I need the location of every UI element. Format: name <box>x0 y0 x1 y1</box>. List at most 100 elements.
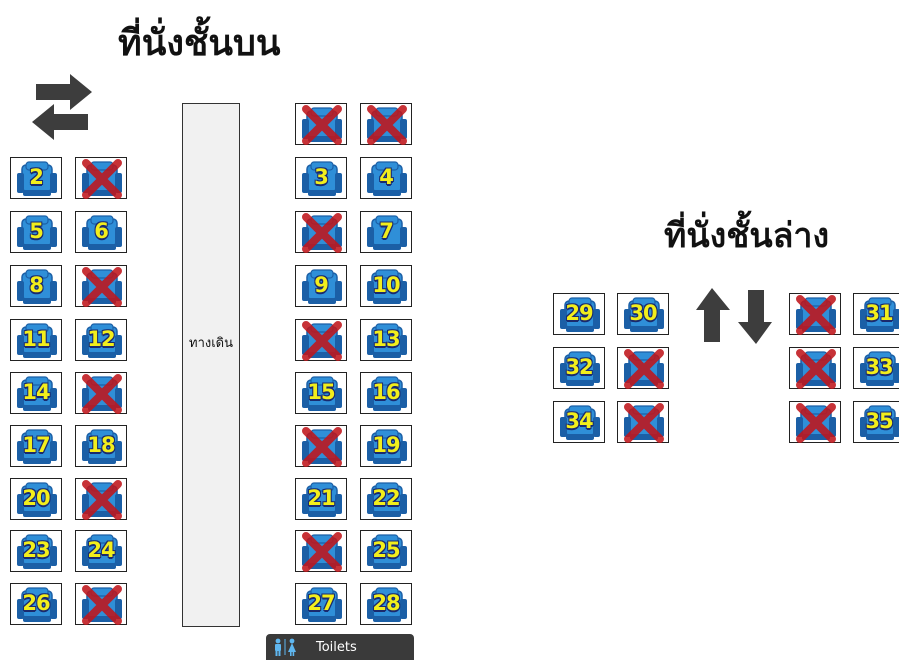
seat-icon <box>82 534 122 569</box>
seat-icon <box>17 161 57 196</box>
upper-seat-booked[interactable] <box>295 103 347 145</box>
upper-seat-15[interactable]: 15 <box>295 372 347 414</box>
lower-seat-33[interactable]: 33 <box>853 347 899 389</box>
upper-seat-11[interactable]: 11 <box>10 319 62 361</box>
aisle: ทางเดิน <box>182 103 240 627</box>
upper-seat-28[interactable]: 28 <box>360 583 412 625</box>
seat-icon <box>302 427 342 467</box>
booked-x-icon <box>82 159 122 199</box>
upper-seat-9[interactable]: 9 <box>295 265 347 307</box>
seat-number: 27 <box>307 591 335 615</box>
upper-seat-booked[interactable] <box>295 319 347 361</box>
upper-seat-10[interactable]: 10 <box>360 265 412 307</box>
lower-seat-booked[interactable] <box>789 293 841 335</box>
booked-x-icon <box>302 427 342 467</box>
seat-icon <box>796 349 836 389</box>
seat-number: 5 <box>29 219 44 243</box>
upper-seat-17[interactable]: 17 <box>10 425 62 467</box>
seat-number: 18 <box>87 433 115 457</box>
upper-seat-booked[interactable] <box>75 478 127 520</box>
upper-seat-4[interactable]: 4 <box>360 157 412 199</box>
seat-icon <box>367 105 407 145</box>
upper-seat-booked[interactable] <box>75 372 127 414</box>
seat-icon <box>302 161 342 196</box>
swap-horizontal-arrows-icon <box>32 74 92 140</box>
upper-seat-8[interactable]: 8 <box>10 265 62 307</box>
lower-seat-34[interactable]: 34 <box>553 401 605 443</box>
upper-seat-booked[interactable] <box>295 425 347 467</box>
lower-seat-31[interactable]: 31 <box>853 293 899 335</box>
seat-icon <box>367 482 407 517</box>
seat-icon <box>17 429 57 464</box>
seat-icon <box>82 585 122 625</box>
upper-seat-2[interactable]: 2 <box>10 157 62 199</box>
upper-seat-12[interactable]: 12 <box>75 319 127 361</box>
seat-icon <box>367 161 407 196</box>
seat-number: 11 <box>22 327 50 351</box>
toilet-people-icon <box>275 638 296 656</box>
upper-seat-19[interactable]: 19 <box>360 425 412 467</box>
upper-seat-27[interactable]: 27 <box>295 583 347 625</box>
seat-number: 9 <box>314 273 329 297</box>
seat-icon <box>624 349 664 389</box>
upper-seat-14[interactable]: 14 <box>10 372 62 414</box>
lower-seat-32[interactable]: 32 <box>553 347 605 389</box>
upper-seat-7[interactable]: 7 <box>360 211 412 253</box>
seat-number: 2 <box>29 165 44 189</box>
seat-icon <box>302 321 342 361</box>
seat-icon <box>17 376 57 411</box>
seat-icon <box>17 482 57 517</box>
upper-seat-booked[interactable] <box>295 530 347 572</box>
upper-seat-booked[interactable] <box>360 103 412 145</box>
upper-seat-6[interactable]: 6 <box>75 211 127 253</box>
lower-seat-booked[interactable] <box>617 347 669 389</box>
lower-seat-30[interactable]: 30 <box>617 293 669 335</box>
seat-icon <box>560 297 600 332</box>
lower-seat-booked[interactable] <box>789 401 841 443</box>
seat-number: 30 <box>629 301 657 325</box>
upper-seat-booked[interactable] <box>75 583 127 625</box>
upper-seat-booked[interactable] <box>75 265 127 307</box>
upper-seat-booked[interactable] <box>75 157 127 199</box>
booked-x-icon <box>796 349 836 389</box>
seat-icon <box>560 405 600 440</box>
seat-number: 23 <box>22 538 50 562</box>
seat-number: 3 <box>314 165 329 189</box>
seat-icon <box>82 323 122 358</box>
seat-number: 21 <box>307 486 335 510</box>
seat-icon <box>624 297 664 332</box>
upper-seat-3[interactable]: 3 <box>295 157 347 199</box>
booked-x-icon <box>796 403 836 443</box>
lower-seat-booked[interactable] <box>789 347 841 389</box>
upper-seat-23[interactable]: 23 <box>10 530 62 572</box>
upper-seat-booked[interactable] <box>295 211 347 253</box>
upper-seat-16[interactable]: 16 <box>360 372 412 414</box>
seat-icon <box>82 267 122 307</box>
lower-seat-35[interactable]: 35 <box>853 401 899 443</box>
seat-icon <box>367 323 407 358</box>
upper-seat-22[interactable]: 22 <box>360 478 412 520</box>
seat-number: 31 <box>865 301 893 325</box>
booked-x-icon <box>302 321 342 361</box>
upper-seat-25[interactable]: 25 <box>360 530 412 572</box>
upper-seat-13[interactable]: 13 <box>360 319 412 361</box>
seat-icon <box>302 482 342 517</box>
upper-seat-24[interactable]: 24 <box>75 530 127 572</box>
upper-seat-18[interactable]: 18 <box>75 425 127 467</box>
booked-x-icon <box>302 105 342 145</box>
seat-icon <box>17 534 57 569</box>
lower-seat-29[interactable]: 29 <box>553 293 605 335</box>
booked-x-icon <box>82 267 122 307</box>
seat-number: 8 <box>29 273 44 297</box>
seat-icon <box>367 376 407 411</box>
booked-x-icon <box>302 532 342 572</box>
upper-seat-20[interactable]: 20 <box>10 478 62 520</box>
seat-icon <box>302 532 342 572</box>
upper-seat-21[interactable]: 21 <box>295 478 347 520</box>
seat-icon <box>796 295 836 335</box>
upper-seat-5[interactable]: 5 <box>10 211 62 253</box>
upper-seat-26[interactable]: 26 <box>10 583 62 625</box>
seat-number: 4 <box>379 165 394 189</box>
seat-icon <box>302 105 342 145</box>
lower-seat-booked[interactable] <box>617 401 669 443</box>
